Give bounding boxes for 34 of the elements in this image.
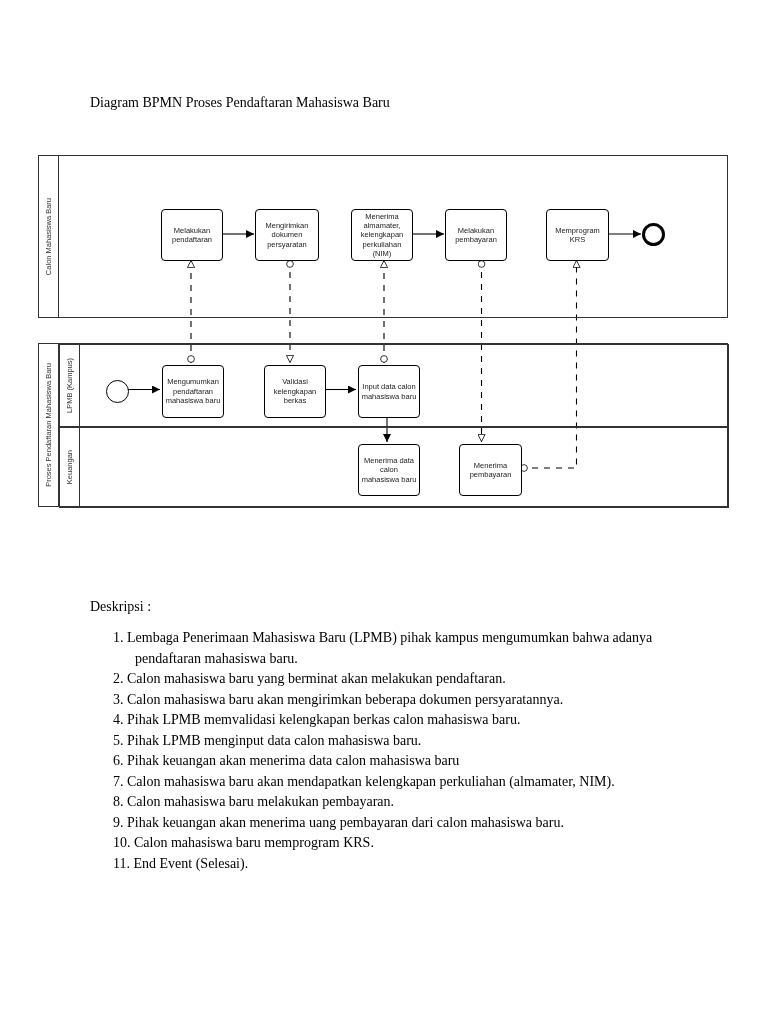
task-box — [546, 209, 609, 261]
diagram-title: Diagram BPMN Proses Pendaftaran Mahasiswa Baru — [90, 94, 390, 112]
pool-band — [38, 343, 728, 507]
task-box — [255, 209, 319, 261]
task-box — [351, 209, 413, 261]
description-item: 3. Calon mahasiswa baru akan mengirimkan beberapa dokumen persyaratannya. — [113, 690, 565, 709]
message-flow-arrow — [380, 259, 388, 364]
task-box — [459, 444, 522, 496]
sequence-flow-arrow — [221, 230, 255, 238]
description-item: 10. Calon mahasiswa baru memprogram KRS. — [113, 834, 375, 852]
sequence-flow-arrow — [607, 230, 642, 238]
description-item: 11. End Event (Selesai). — [113, 854, 250, 873]
description-item: 7. Calon mahasiswa baru akan mendapatkan kelengkapan perkuliahan (almamater, NIM). — [113, 772, 616, 791]
task-box — [358, 365, 420, 418]
lane-band — [59, 427, 729, 508]
lane-band — [59, 344, 729, 427]
message-flow-arrow — [477, 259, 486, 443]
message-flow-arrow — [286, 259, 294, 364]
task-box — [161, 209, 223, 261]
description-item: 2. Calon mahasiswa baru yang berminat akan melakukan pendaftaran. — [113, 670, 507, 688]
description-item: 4. Pihak LPMB memvalidasi kelengkapan berkas calon mahasiswa baru. — [113, 711, 522, 729]
description-item: 5. Pihak LPMB menginput data calon mahasiswa baru. — [113, 731, 423, 750]
sequence-flow-arrow — [411, 230, 445, 238]
description-item: 8. Calon mahasiswa baru melakukan pembayaran. — [113, 793, 396, 811]
description-heading: Deskripsi : — [90, 598, 152, 616]
description-item: 1. Lembaga Penerimaan Mahasiswa Baru (LPMB) pihak kampus mengumumkan bahwa adanya pendaftaran mahasiswa baru. — [113, 629, 654, 668]
task-box — [358, 444, 420, 496]
pool-band — [38, 155, 728, 318]
message-flow-arrow — [187, 259, 195, 364]
task-box — [162, 365, 224, 418]
description-item: 6. Pihak keuangan akan menerima data calon mahasiswa baru — [113, 752, 461, 770]
task-box — [264, 365, 326, 418]
task-box — [445, 209, 507, 261]
description-item: 9. Pihak keuangan akan menerima uang pembayaran dari calon mahasiswa baru. — [113, 813, 565, 832]
